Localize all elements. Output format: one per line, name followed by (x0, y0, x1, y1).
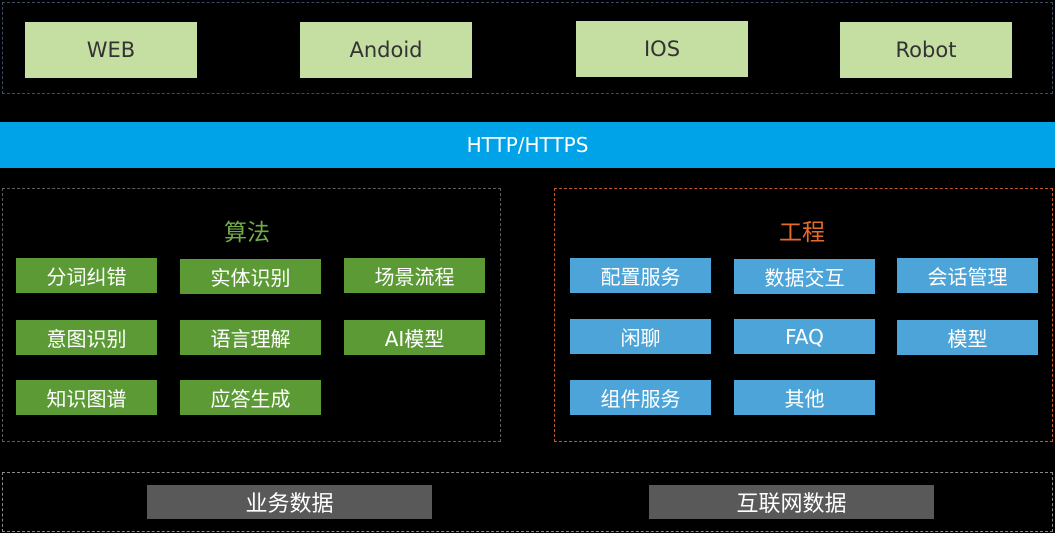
algorithm-frame (2, 188, 501, 442)
engineering-frame (554, 188, 1053, 442)
algo-item: 实体识别 (180, 259, 321, 294)
client-ios: IOS (576, 21, 748, 77)
data-source-internet: 互联网数据 (649, 485, 934, 519)
algo-item: AI模型 (344, 320, 485, 355)
algo-item: 分词纠错 (16, 258, 157, 293)
eng-item: 组件服务 (570, 380, 711, 415)
eng-item: 会话管理 (897, 258, 1038, 293)
eng-item: FAQ (734, 319, 875, 354)
eng-item: 数据交互 (734, 259, 875, 294)
data-layer-frame (2, 472, 1053, 532)
client-android: Andoid (300, 22, 472, 78)
eng-item: 模型 (897, 320, 1038, 355)
eng-item: 其他 (734, 380, 875, 415)
client-layer-frame (2, 2, 1053, 94)
data-source-business: 业务数据 (147, 485, 432, 519)
algo-item: 意图识别 (16, 320, 157, 355)
algo-item: 场景流程 (344, 258, 485, 293)
algorithm-title: 算法 (224, 220, 270, 246)
engineering-title: 工程 (779, 220, 825, 246)
eng-item: 配置服务 (570, 258, 711, 293)
algo-item: 应答生成 (180, 380, 321, 415)
eng-item: 闲聊 (570, 319, 711, 354)
client-robot: Robot (840, 22, 1012, 78)
algo-item: 语言理解 (180, 320, 321, 355)
algo-item: 知识图谱 (16, 380, 157, 415)
client-web: WEB (25, 22, 197, 78)
protocol-bar: HTTP/HTTPS (0, 122, 1055, 168)
